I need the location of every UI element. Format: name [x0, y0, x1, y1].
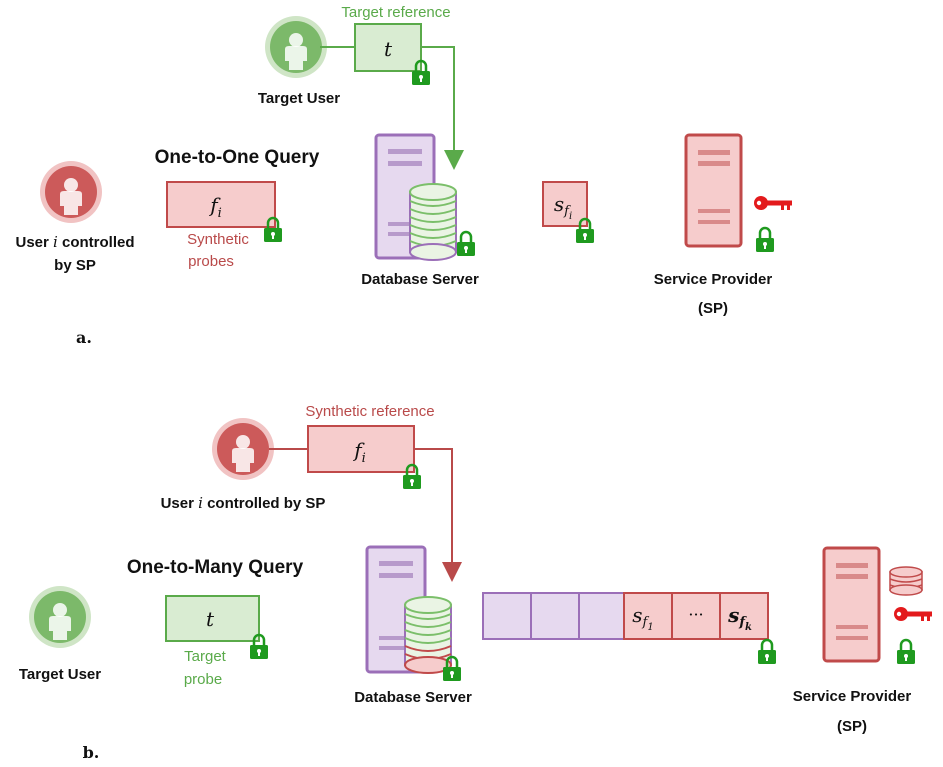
sp-user-avatar-b: [212, 418, 274, 480]
service-provider-label-a-line2: (SP): [698, 300, 728, 317]
sp-user-avatar: [40, 161, 102, 223]
synthetic-probe-template: [166, 181, 276, 228]
service-provider-a: [684, 133, 743, 248]
queue-slot: [530, 592, 580, 640]
database-server-label-a: Database Server: [361, 271, 479, 288]
synthetic-reference-label: Synthetic reference: [305, 403, 434, 420]
target-probe-label-line2: probe: [184, 671, 222, 688]
target-template-symbol: t: [384, 37, 393, 61]
database-icon: [409, 183, 457, 261]
target-user-avatar: [265, 16, 327, 78]
target-probe-template: [165, 595, 260, 642]
synthetic-probes-label-line2: probes: [188, 253, 234, 270]
synthetic-reference-template: [307, 425, 415, 473]
target-user-label: Target User: [258, 90, 340, 107]
score-box: [542, 181, 588, 227]
reference-arrow: [414, 448, 462, 582]
panel-b: Synthetic reference fi User i controlled…: [19, 403, 932, 762]
database-icon: [889, 566, 923, 596]
lock-icon: [756, 638, 778, 666]
panel-a-title: One-to-One Query: [155, 147, 320, 168]
score-slot-ellipsis: [671, 592, 721, 640]
score-k-symbol: sfk: [727, 603, 752, 633]
service-provider-label-b: Service Provider: [793, 688, 912, 705]
panel-b-tag: b.: [83, 743, 100, 762]
database-server-a: [374, 133, 477, 261]
score-slot-1: [623, 592, 673, 640]
service-provider-label-b-line2: (SP): [837, 718, 867, 735]
target-reference-template: [354, 23, 422, 72]
ellipsis: ···: [688, 605, 703, 624]
database-server-b: [365, 545, 463, 683]
lock-icon: [455, 230, 477, 258]
target-probe-label: Target: [184, 648, 227, 665]
target-user-label-b: Target User: [19, 666, 101, 683]
queue-slot: [482, 592, 532, 640]
target-user-avatar-b: [29, 586, 91, 648]
lock-icon: [754, 226, 776, 254]
key-icon: [754, 196, 792, 210]
target-reference-label: Target reference: [341, 4, 450, 21]
sp-user-label: User i controlled: [15, 233, 134, 251]
score-slot-k: [719, 592, 769, 640]
sp-user-label-b: User i controlled by SP: [161, 494, 326, 512]
score-queue: sf1 ··· sfk: [482, 592, 778, 666]
panel-b-title: One-to-Many Query: [127, 557, 304, 578]
panel-a: Target User Target reference t One-to-On…: [15, 4, 792, 347]
score-symbol: sfi: [554, 192, 572, 222]
database-icon: [404, 596, 452, 674]
panel-a-tag: a.: [76, 328, 92, 347]
reference-arrow: [421, 46, 464, 170]
synthetic-probes-label: Synthetic: [187, 231, 249, 248]
target-template-symbol-b: t: [206, 607, 215, 631]
service-provider-b: [822, 546, 881, 663]
service-provider-label-a: Service Provider: [654, 271, 773, 288]
score-1-symbol: sf1: [632, 603, 653, 633]
lock-icon: [895, 638, 917, 666]
sp-user-label-line2: by SP: [54, 257, 96, 274]
key-icon: [894, 607, 932, 621]
database-server-label-b: Database Server: [354, 689, 472, 706]
queue-slot: [578, 592, 625, 640]
